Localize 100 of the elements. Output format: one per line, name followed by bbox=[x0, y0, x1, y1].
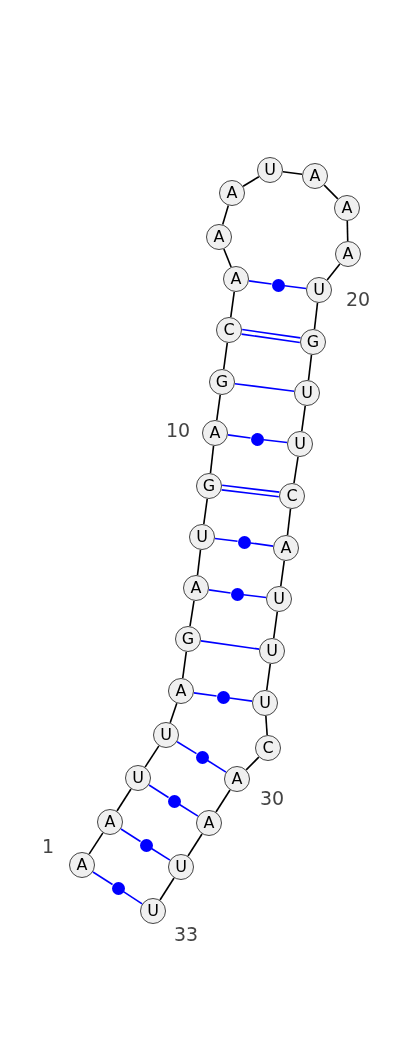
nucleotide-circle: U bbox=[189, 524, 215, 550]
base-pair-line bbox=[262, 438, 288, 444]
backbone-line bbox=[215, 789, 231, 813]
nucleotide-circle: A bbox=[334, 195, 360, 221]
base-pair-line bbox=[206, 759, 227, 773]
backbone-line bbox=[282, 170, 303, 176]
nucleotide-circle: U bbox=[257, 157, 283, 183]
backbone-line bbox=[88, 832, 104, 855]
base-pair-line bbox=[240, 333, 301, 344]
backbone-line bbox=[326, 263, 341, 281]
backbone-line bbox=[265, 663, 272, 691]
backbone-line bbox=[223, 248, 232, 268]
backbone-line bbox=[272, 611, 279, 639]
backbone-line bbox=[159, 877, 175, 901]
backbone-line bbox=[189, 600, 195, 627]
dot-icon bbox=[271, 278, 285, 292]
backbone-line bbox=[215, 394, 222, 421]
nucleotide-circle: U bbox=[125, 765, 151, 791]
backbone-line bbox=[279, 560, 286, 587]
nucleotide-circle: A bbox=[223, 266, 249, 292]
backbone-line bbox=[346, 220, 349, 242]
backbone-line bbox=[221, 204, 230, 226]
base-pair-line bbox=[214, 537, 239, 543]
base-pair-line bbox=[208, 589, 232, 594]
backbone-line bbox=[196, 549, 202, 576]
backbone-line bbox=[181, 651, 188, 679]
position-number: 30 bbox=[259, 788, 285, 808]
base-pair-line bbox=[283, 285, 307, 290]
base-pair-line bbox=[193, 692, 218, 697]
backbone-line bbox=[169, 702, 178, 724]
position-number: 33 bbox=[173, 924, 199, 944]
nucleotide-circle: G bbox=[300, 329, 326, 355]
backbone-line bbox=[209, 445, 215, 474]
nucleotide-circle: A bbox=[97, 809, 123, 835]
nucleotide-circle: A bbox=[168, 678, 194, 704]
backbone-line bbox=[242, 175, 260, 188]
dot-icon bbox=[111, 881, 125, 895]
backbone-line bbox=[286, 508, 292, 536]
backbone-line bbox=[323, 184, 339, 200]
base-pair-line bbox=[220, 489, 280, 498]
nucleotide-circle: A bbox=[335, 241, 361, 267]
base-pair-line bbox=[92, 871, 114, 886]
nucleotide-circle: A bbox=[219, 180, 245, 206]
base-pair-line bbox=[227, 434, 252, 439]
nucleotide-circle: U bbox=[168, 854, 194, 880]
nucleotide-circle: U bbox=[266, 586, 292, 612]
base-pair-line bbox=[241, 328, 302, 339]
nucleotide-circle: U bbox=[252, 690, 278, 716]
base-pair-line bbox=[249, 542, 274, 547]
nucleotide-circle: A bbox=[183, 575, 209, 601]
nucleotide-circle: U bbox=[306, 277, 332, 303]
nucleotide-circle: A bbox=[224, 766, 250, 792]
backbone-line bbox=[293, 456, 299, 484]
nucleotide-circle: A bbox=[69, 852, 95, 878]
backbone-line bbox=[144, 745, 160, 768]
base-pair-line bbox=[178, 803, 199, 817]
position-number: 1 bbox=[41, 836, 55, 856]
nucleotide-circle: A bbox=[302, 163, 328, 189]
dot-icon bbox=[167, 794, 181, 808]
backbone-line bbox=[313, 302, 319, 330]
nucleotide-circle: U bbox=[140, 898, 166, 924]
base-pair-line bbox=[234, 382, 295, 393]
backbone-line bbox=[229, 291, 236, 318]
nucleotide-circle: U bbox=[259, 638, 285, 664]
nucleotide-circle: A bbox=[273, 535, 299, 561]
backbone-line bbox=[202, 498, 209, 525]
nucleotide-circle: A bbox=[196, 810, 222, 836]
nucleotide-circle: G bbox=[196, 473, 222, 499]
dot-icon bbox=[230, 587, 244, 601]
dot-icon bbox=[216, 690, 230, 704]
backbone-line bbox=[222, 342, 229, 370]
base-pair-line bbox=[176, 741, 198, 755]
nucleotide-circle: C bbox=[279, 483, 305, 509]
nucleotide-circle: U bbox=[294, 380, 320, 406]
position-number: 10 bbox=[165, 420, 191, 440]
base-pair-line bbox=[200, 640, 260, 650]
backbone-line bbox=[245, 756, 260, 771]
nucleotide-circle: G bbox=[175, 626, 201, 652]
nucleotide-circle: U bbox=[153, 722, 179, 748]
dot-icon bbox=[237, 535, 251, 549]
base-pair-line bbox=[120, 828, 142, 843]
dot-icon bbox=[250, 432, 264, 446]
backbone-line bbox=[307, 354, 313, 381]
base-pair-line bbox=[228, 697, 253, 702]
base-pair-line bbox=[150, 847, 171, 861]
nucleotide-circle: A bbox=[202, 420, 228, 446]
base-pair-line bbox=[242, 593, 267, 599]
nucleotide-circle: A bbox=[206, 224, 232, 250]
backbone-line bbox=[300, 405, 307, 432]
backbone-line bbox=[265, 715, 268, 736]
base-pair-line bbox=[122, 890, 143, 905]
dot-icon bbox=[139, 838, 153, 852]
dot-icon bbox=[195, 750, 209, 764]
nucleotide-circle: C bbox=[216, 317, 242, 343]
position-number: 20 bbox=[345, 289, 371, 309]
base-pair-line bbox=[248, 280, 273, 285]
backbone-line bbox=[187, 833, 203, 857]
nucleotide-circle: U bbox=[287, 431, 313, 457]
backbone-line bbox=[116, 788, 132, 812]
base-pair-line bbox=[148, 784, 170, 799]
